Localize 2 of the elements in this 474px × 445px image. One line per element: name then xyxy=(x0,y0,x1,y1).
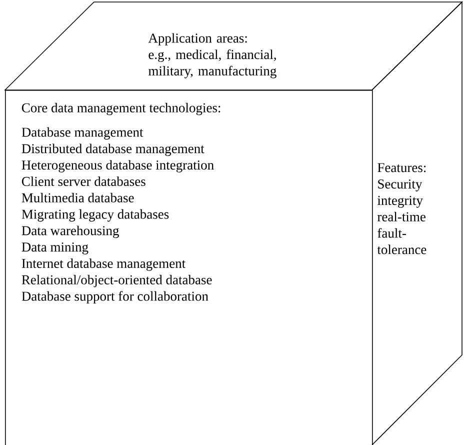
front-face: Core data management technologies: Database management Distributed database management Heterogeneous database integration Client server databases Multimedia database Migrating legacy databases Data warehousing Data mining Internet database management Relational/object-oriented database Database support for collaboration xyxy=(5,90,373,445)
side-face: Features: Security integrity real-time fault-tolerance xyxy=(372,1,462,445)
